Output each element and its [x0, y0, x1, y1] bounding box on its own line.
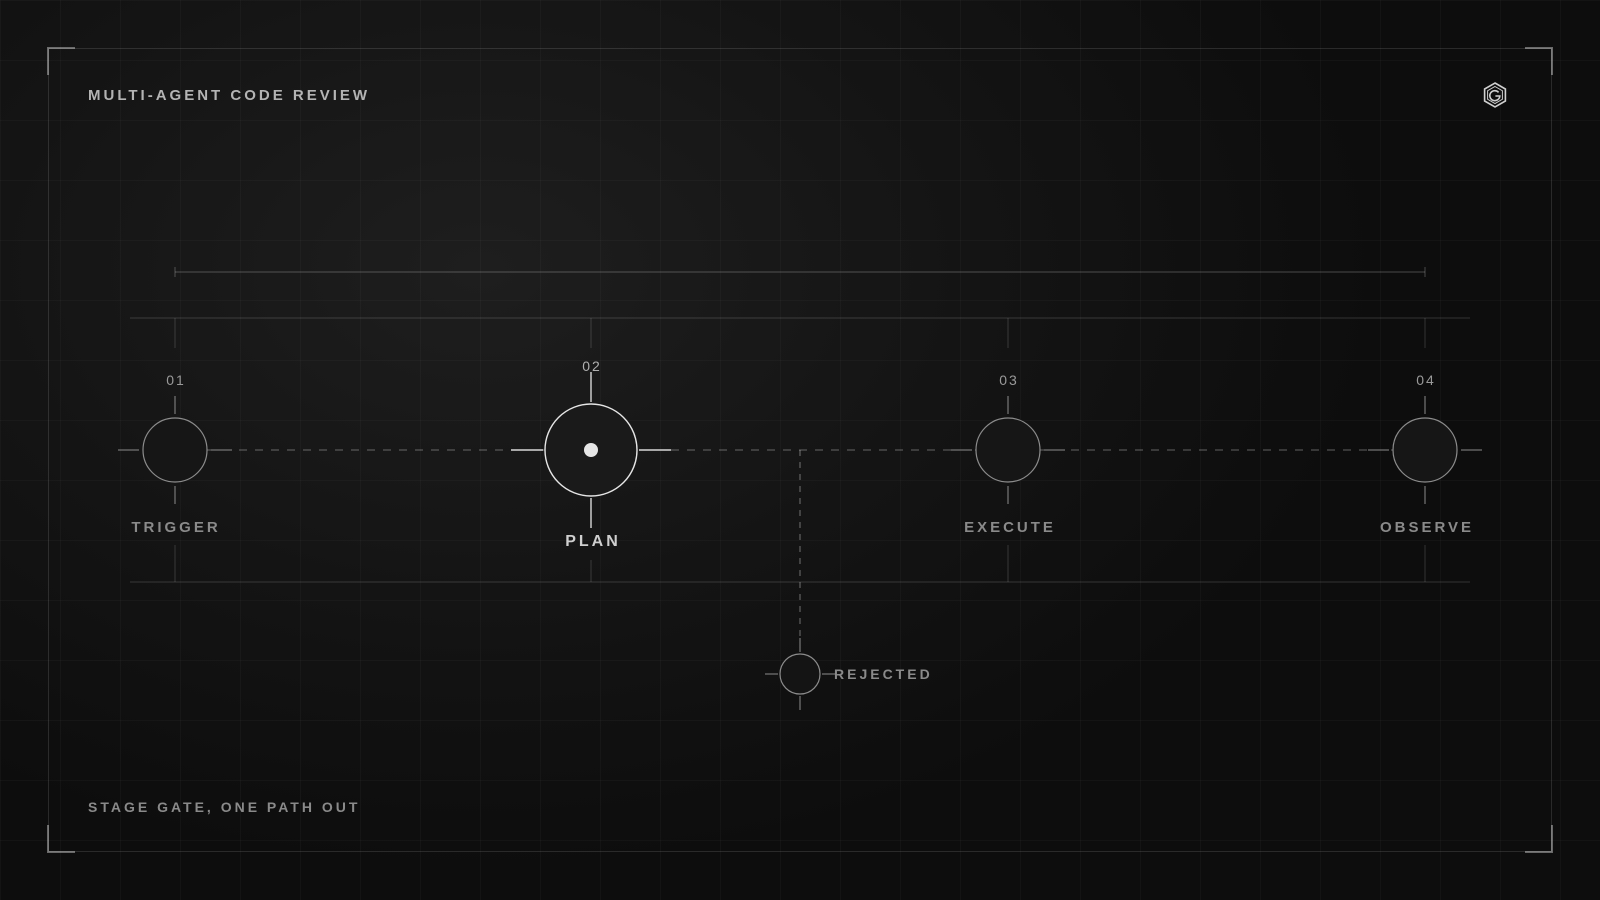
stage-number-04: 04 [1416, 372, 1436, 388]
stage-node-observe [1368, 318, 1482, 582]
stage-node-plan [511, 318, 671, 582]
stage-node-trigger [118, 318, 232, 582]
stage-label-plan: PLAN [565, 533, 621, 550]
stage-number-03: 03 [999, 372, 1019, 388]
outer-frame [48, 48, 1552, 852]
corner-bracket-top-right [1525, 47, 1553, 75]
stage-label-observe: OBSERVE [1380, 519, 1474, 536]
corner-bracket-top-left [47, 47, 75, 75]
hexagon-g-logo-icon [1483, 82, 1507, 108]
span-bracket [174, 267, 1426, 277]
stage-number-02: 02 [582, 358, 602, 374]
branch-node-rejected [765, 638, 835, 710]
stage-number-01: 01 [166, 372, 186, 388]
footer-caption: STAGE GATE, ONE PATH OUT [88, 799, 361, 815]
corner-bracket-bottom-right [1525, 825, 1553, 853]
branch-label-rejected: REJECTED [834, 666, 933, 682]
active-indicator-dot [584, 443, 598, 457]
stage-label-execute: EXECUTE [964, 519, 1056, 536]
corner-bracket-bottom-left [47, 825, 75, 853]
stage-label-trigger: TRIGGER [131, 519, 220, 536]
stage-node-execute [951, 318, 1065, 582]
page-title: MULTI-AGENT CODE REVIEW [88, 87, 371, 104]
